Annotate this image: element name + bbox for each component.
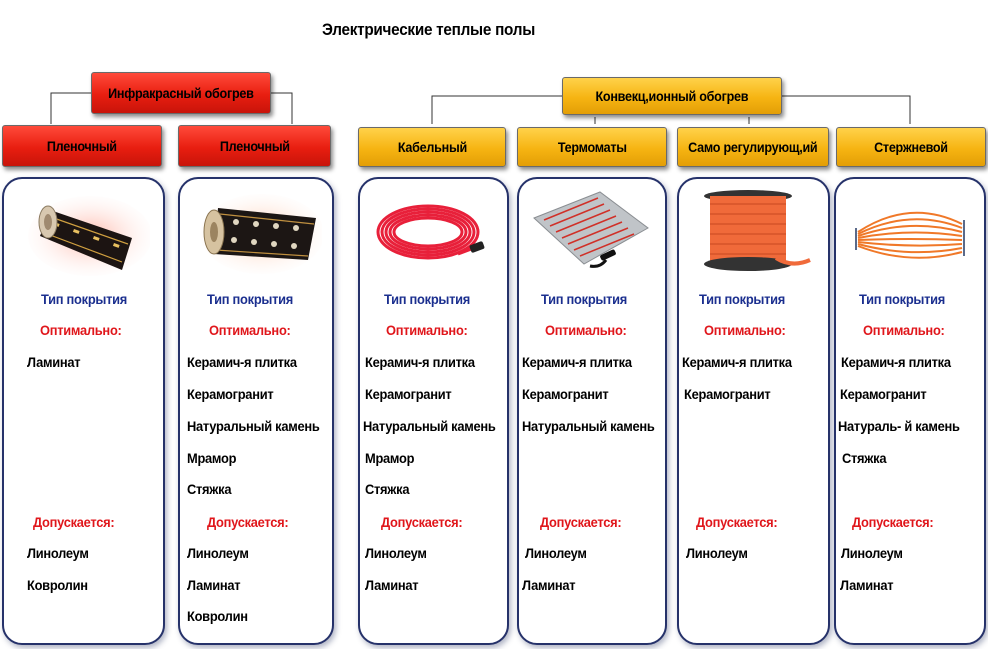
type-label: Тип покрытия <box>207 291 294 307</box>
list-item: Линолеум <box>365 545 427 561</box>
list-item: Керамич-я плитка <box>682 354 792 370</box>
page-title: Электрические теплые полы <box>322 20 535 39</box>
allowed-label: Допускается: <box>696 514 778 530</box>
type-label: Тип покрытия <box>859 291 946 307</box>
film-roll-image <box>28 196 150 276</box>
type-label: Тип покрытия <box>699 291 786 307</box>
list-item: Мрамор <box>365 450 415 466</box>
list-item: Натуральный камень <box>187 418 320 434</box>
infrared-heating-label: Инфракрасный обогрев <box>108 85 254 101</box>
allowed-label: Допускается: <box>207 514 289 530</box>
list-item: Линолеум <box>686 545 748 561</box>
self-regulating-header: Само регулирующ,ий <box>677 127 829 167</box>
list-item: Керамич-я плитка <box>365 354 475 370</box>
list-item: Ламинат <box>365 577 419 593</box>
list-item: Керамогранит <box>522 386 609 402</box>
allowed-label: Допускается: <box>381 514 463 530</box>
cable-header: Кабельный <box>358 127 506 167</box>
list-item: Линолеум <box>525 545 587 561</box>
list-item: Керамогранит <box>365 386 452 402</box>
optimal-label: Оптимально: <box>386 322 468 338</box>
optimal-label: Оптимально: <box>863 322 945 338</box>
list-item: Стяжка <box>187 481 232 497</box>
list-item: Ламинат <box>187 577 241 593</box>
list-item: Ламинат <box>840 577 894 593</box>
allowed-label: Допускается: <box>852 514 934 530</box>
optimal-label: Оптимально: <box>704 322 786 338</box>
list-item: Стяжка <box>365 481 410 497</box>
card-rod <box>834 177 986 645</box>
optimal-label: Оптимально: <box>209 322 291 338</box>
list-item: Керамич-я плитка <box>841 354 951 370</box>
type-label: Тип покрытия <box>541 291 628 307</box>
list-item: Линолеум <box>27 545 89 561</box>
list-item: Натуральный камень <box>363 418 496 434</box>
film-header-1: Пленочный <box>2 125 162 167</box>
cable-coil-image <box>376 204 485 260</box>
rod-header: Стержневой <box>836 127 986 167</box>
film-header-2: Пленочный <box>178 125 331 167</box>
rod-bundle-image <box>855 211 965 259</box>
heating-mat-image <box>533 191 649 268</box>
thermomat-header: Термоматы <box>517 127 667 167</box>
allowed-label: Допускается: <box>540 514 622 530</box>
type-label: Тип покрытия <box>41 291 128 307</box>
list-item: Натуральный камень <box>522 418 655 434</box>
type-label: Тип покрытия <box>384 291 471 307</box>
list-item: Ковролин <box>27 577 88 593</box>
convection-heating-label: Конвекц,ионный обогрев <box>595 88 749 104</box>
list-item: Ламинат <box>27 354 81 370</box>
optimal-label: Оптимально: <box>40 322 122 338</box>
optimal-label: Оптимально: <box>545 322 627 338</box>
infrared-heating-box: Инфракрасный обогрев <box>91 72 271 114</box>
convection-heating-box: Конвекц,ионный обогрев <box>562 77 782 115</box>
list-item: Линолеум <box>187 545 249 561</box>
list-item: Линолеум <box>841 545 903 561</box>
cable-reel-image <box>704 190 811 271</box>
list-item: Керамогранит <box>187 386 274 402</box>
list-item: Мрамор <box>187 450 237 466</box>
list-item: Керамогранит <box>684 386 771 402</box>
list-item: Керамич-я плитка <box>522 354 632 370</box>
list-item: Керамогранит <box>840 386 927 402</box>
list-item: Ламинат <box>522 577 576 593</box>
allowed-label: Допускается: <box>33 514 115 530</box>
list-item: Натураль- й камень <box>838 418 960 434</box>
film-roll-image <box>200 194 322 274</box>
list-item: Ковролин <box>187 608 248 624</box>
list-item: Стяжка <box>842 450 887 466</box>
list-item: Керамич-я плитка <box>187 354 297 370</box>
